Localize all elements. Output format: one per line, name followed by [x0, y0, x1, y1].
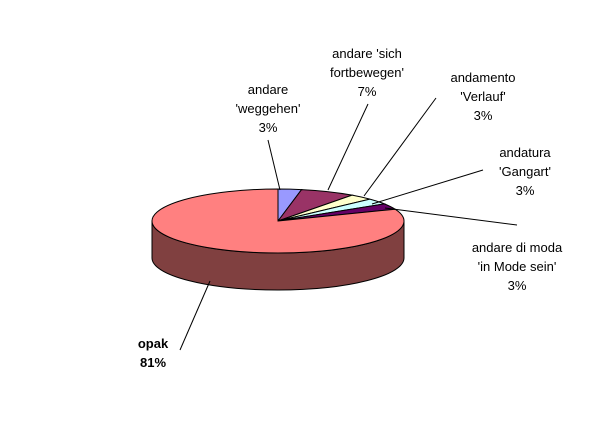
- slice-label: opak: [138, 336, 169, 351]
- slice-label: 'Verlauf': [460, 89, 505, 104]
- leader-line: [371, 169, 484, 205]
- slice-label: andare di moda: [472, 240, 563, 255]
- leader-line: [327, 103, 369, 191]
- slice-label: 'weggehen': [236, 101, 301, 116]
- slice-value-label: 3%: [508, 278, 527, 293]
- slice-value-label: 3%: [516, 183, 535, 198]
- slice-value-label: 3%: [474, 108, 493, 123]
- slice-label: andatura: [499, 145, 551, 160]
- slice-label: andamento: [450, 70, 515, 85]
- slice-labels: andare 'weggehen' 3% andare 'sich fortbewege…: [138, 46, 563, 370]
- slice-label: 'in Mode sein': [478, 259, 557, 274]
- slice-label: fortbewegen': [330, 65, 404, 80]
- pie-slices: [151, 188, 405, 254]
- leader-lines: [179, 97, 518, 351]
- leader-line: [384, 207, 518, 226]
- slice-label: 'Gangart': [499, 164, 551, 179]
- slice-value-label: 81%: [140, 355, 166, 370]
- leader-line: [363, 97, 437, 197]
- slice-value-label: 7%: [358, 84, 377, 99]
- slice-label: andare: [248, 82, 288, 97]
- slice-value-label: 3%: [259, 120, 278, 135]
- leader-line: [267, 139, 281, 191]
- slice-label: andare 'sich: [332, 46, 402, 61]
- pie-slice: [151, 188, 405, 254]
- leader-line: [179, 280, 211, 351]
